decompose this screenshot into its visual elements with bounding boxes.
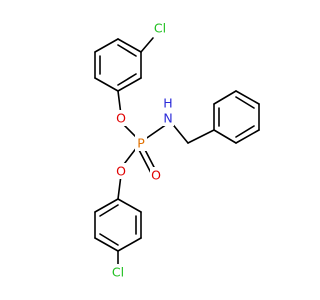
bond — [213, 129, 237, 144]
atom-label-o-lower: O — [116, 164, 126, 179]
bond — [94, 77, 119, 92]
atom-h-amine: H — [162, 95, 174, 111]
bond — [235, 90, 260, 105]
atom-label-o-double: O — [151, 168, 161, 183]
bond — [140, 37, 154, 53]
bond — [213, 90, 237, 105]
atom-o-upper: O — [115, 110, 127, 126]
atom-o-lower: O — [115, 163, 127, 179]
bond — [117, 44, 137, 57]
bond — [94, 198, 119, 213]
atom-o-double: O — [150, 167, 162, 183]
atom-label-n-amine: N — [163, 111, 172, 126]
structure-diagram: Cl O N H P O O Cl — [94, 20, 260, 280]
atom-label-h-amine: H — [163, 96, 172, 111]
atom-label-cl-bottom: Cl — [112, 265, 124, 280]
bond — [117, 198, 142, 213]
bond — [235, 129, 260, 144]
bond — [117, 73, 137, 86]
bond — [235, 96, 255, 109]
atom-label-cl-top: Cl — [154, 21, 166, 36]
atom-labels-layer: Cl O N H P O O Cl — [109, 20, 174, 280]
atom-cl-bottom: Cl — [109, 264, 127, 280]
molecule-canvas: Cl O N H P O O Cl — [94, 20, 260, 280]
bond — [117, 77, 142, 92]
bond — [94, 237, 119, 252]
bond — [99, 204, 119, 217]
atom-label-p-center: P — [137, 136, 145, 151]
atom-n-amine: N — [162, 110, 174, 126]
bond — [187, 129, 215, 144]
bond — [117, 237, 142, 252]
bond — [117, 38, 142, 53]
bond — [235, 125, 255, 138]
atom-label-o-upper: O — [116, 111, 126, 126]
atom-p-center: P — [135, 135, 147, 151]
bond — [99, 233, 119, 246]
bonds-layer — [94, 37, 260, 265]
bond — [94, 38, 119, 53]
atom-cl-top: Cl — [151, 20, 169, 36]
